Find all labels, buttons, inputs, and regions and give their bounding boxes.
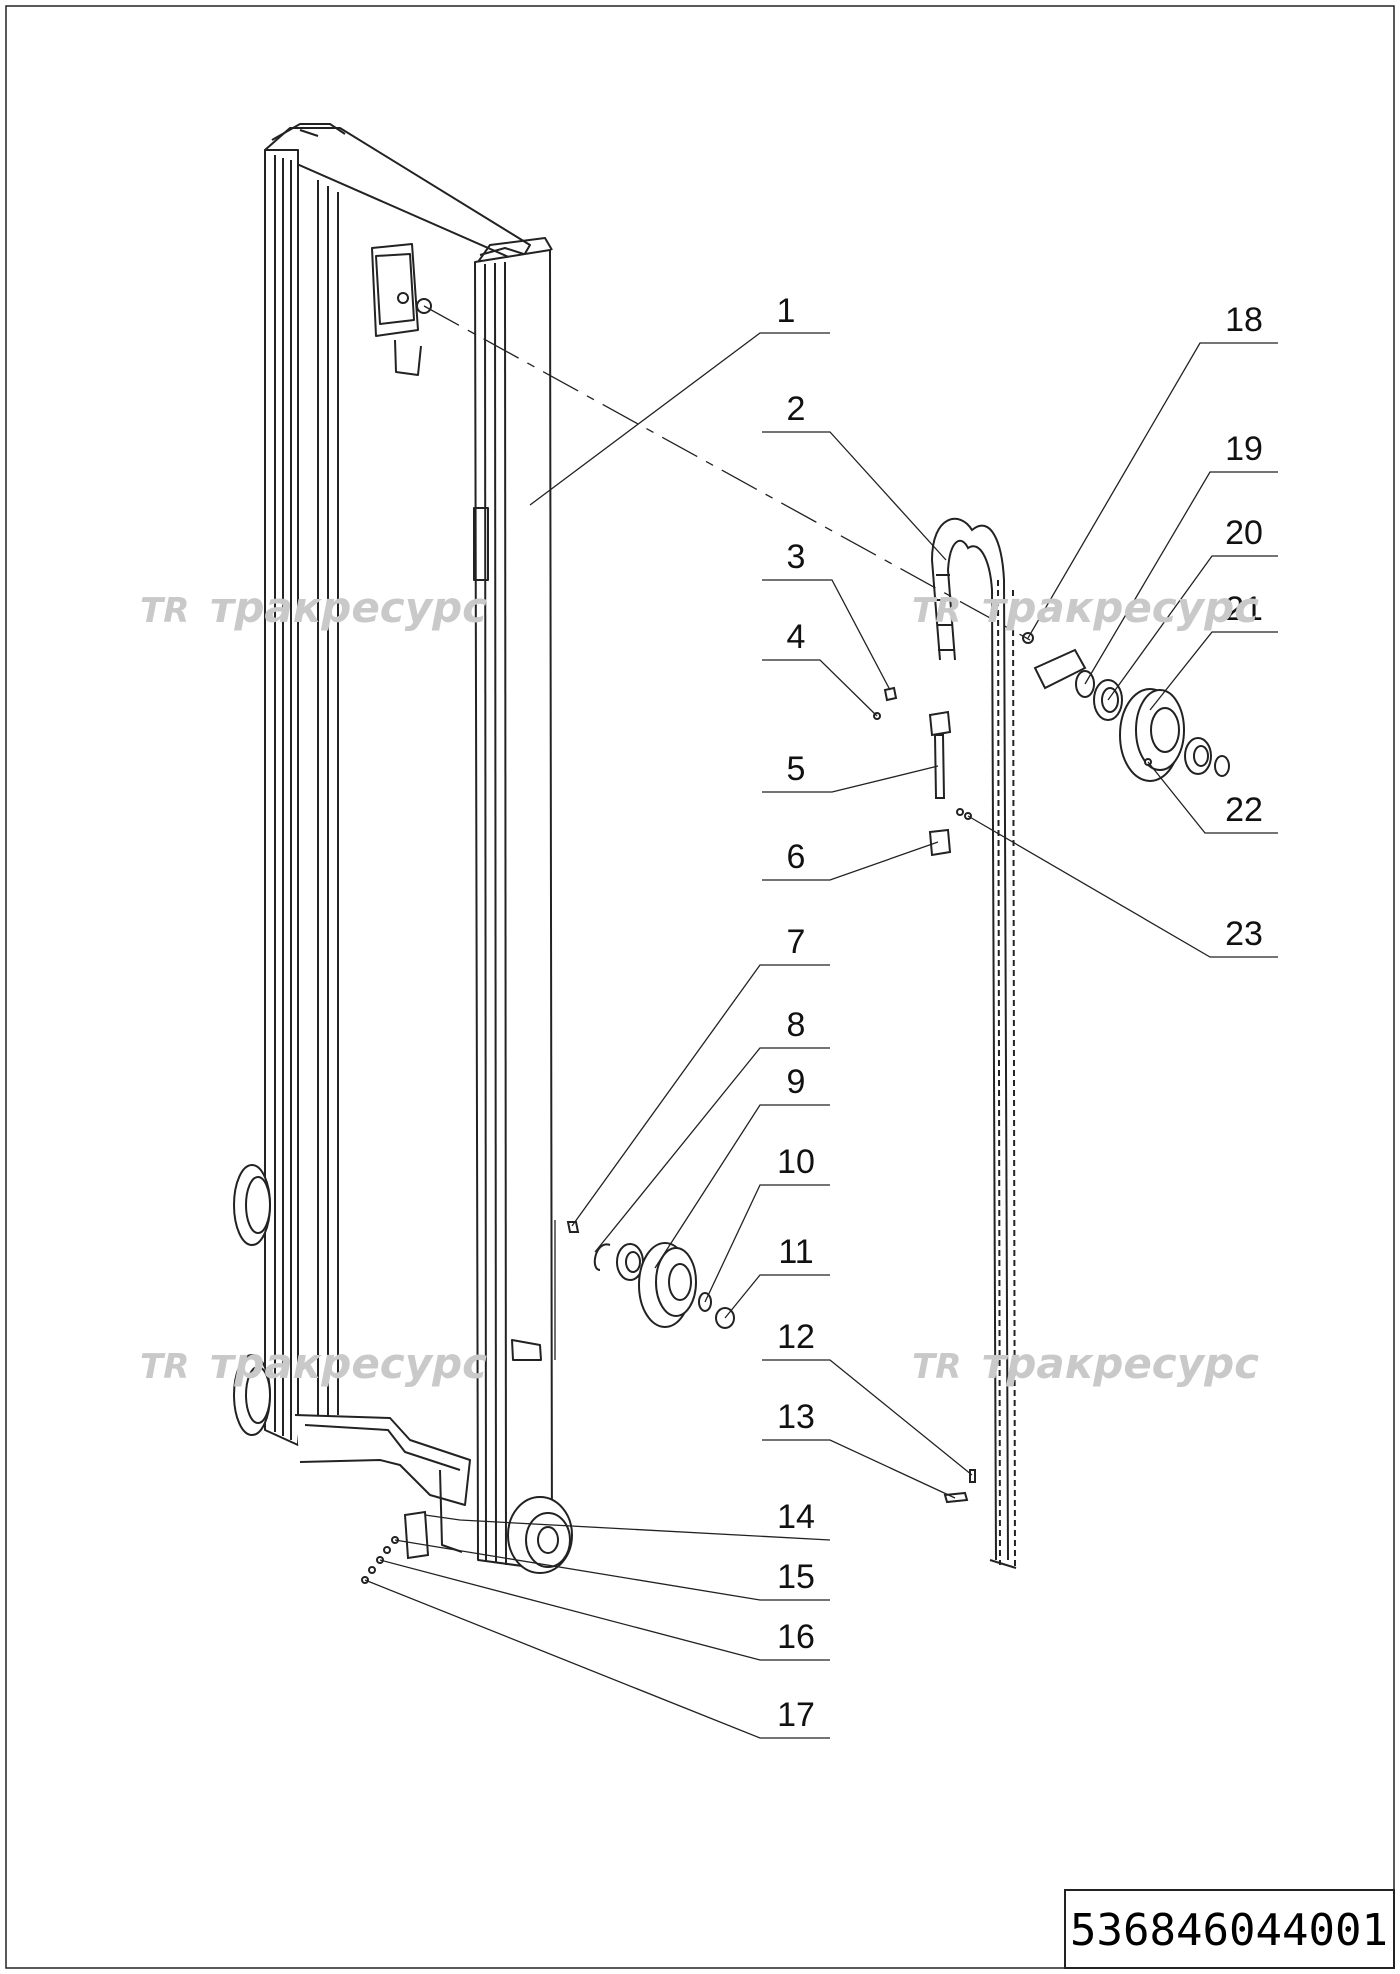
- callout-21: 21: [1225, 590, 1263, 628]
- mast-frame: [264, 123, 553, 1571]
- document-number: 536846044001: [1070, 1905, 1388, 1956]
- document-number-box: 536846044001: [1064, 1889, 1395, 1969]
- callout-2: 2: [787, 390, 806, 428]
- watermark-text-3: тракресурс: [210, 1339, 487, 1388]
- watermark-bottom-left: TR тракресурс: [140, 1339, 487, 1388]
- sheet-border: [5, 5, 1395, 1969]
- upper-sheave-assembly: [1022, 632, 1230, 782]
- watermark-bottom-right: TR тракресурс: [912, 1339, 1259, 1388]
- callout-17: 17: [777, 1696, 815, 1734]
- callout-20: 20: [1225, 514, 1263, 552]
- leader-lines: [364, 332, 1278, 1739]
- mast-rollers: [233, 1164, 573, 1574]
- callout-23: 23: [1225, 915, 1263, 953]
- watermark-logo-2: TR: [912, 591, 961, 631]
- callout-3: 3: [787, 538, 806, 576]
- callout-9: 9: [787, 1063, 806, 1101]
- roller-chain: [930, 517, 1017, 1569]
- callout-labels: 1 2 3 4 5 6 7 8 9 10 11 12 13 14 15 16 1…: [777, 292, 1263, 1734]
- watermark-top-left: TR тракресурс: [140, 583, 487, 632]
- watermark-text-4: тракресурс: [982, 1339, 1259, 1388]
- callout-13: 13: [777, 1398, 815, 1436]
- callout-1: 1: [777, 292, 796, 330]
- callout-10: 10: [777, 1143, 815, 1181]
- callout-14: 14: [777, 1498, 815, 1536]
- callout-5: 5: [787, 750, 806, 788]
- chain-anchor-assembly: [873, 686, 972, 857]
- callout-7: 7: [787, 923, 806, 961]
- watermarks: TR тракресурс TR тракресурс TR тракресур…: [140, 583, 1259, 1388]
- callout-19: 19: [1225, 430, 1263, 468]
- center-lines: [423, 305, 1031, 1360]
- callout-22: 22: [1225, 791, 1263, 829]
- watermark-logo-3: TR: [140, 1347, 189, 1387]
- callout-15: 15: [777, 1558, 815, 1596]
- small-fasteners: [361, 1469, 976, 1584]
- callout-8: 8: [787, 1006, 806, 1044]
- document-number-frame: [1064, 1889, 1395, 1969]
- callout-16: 16: [777, 1618, 815, 1656]
- watermark-logo-1: TR: [140, 591, 189, 631]
- lower-sheave-assembly: [566, 1221, 735, 1329]
- watermark-logo-4: TR: [912, 1347, 961, 1387]
- watermark-top-right: TR тракресурс: [912, 583, 1259, 632]
- callout-6: 6: [787, 838, 806, 876]
- callout-11: 11: [778, 1233, 813, 1271]
- callout-12: 12: [777, 1318, 815, 1356]
- callout-18: 18: [1225, 301, 1263, 339]
- watermark-text-2: тракресурс: [982, 583, 1259, 632]
- watermark-text-1: тракресурс: [210, 583, 487, 632]
- callout-4: 4: [787, 618, 806, 656]
